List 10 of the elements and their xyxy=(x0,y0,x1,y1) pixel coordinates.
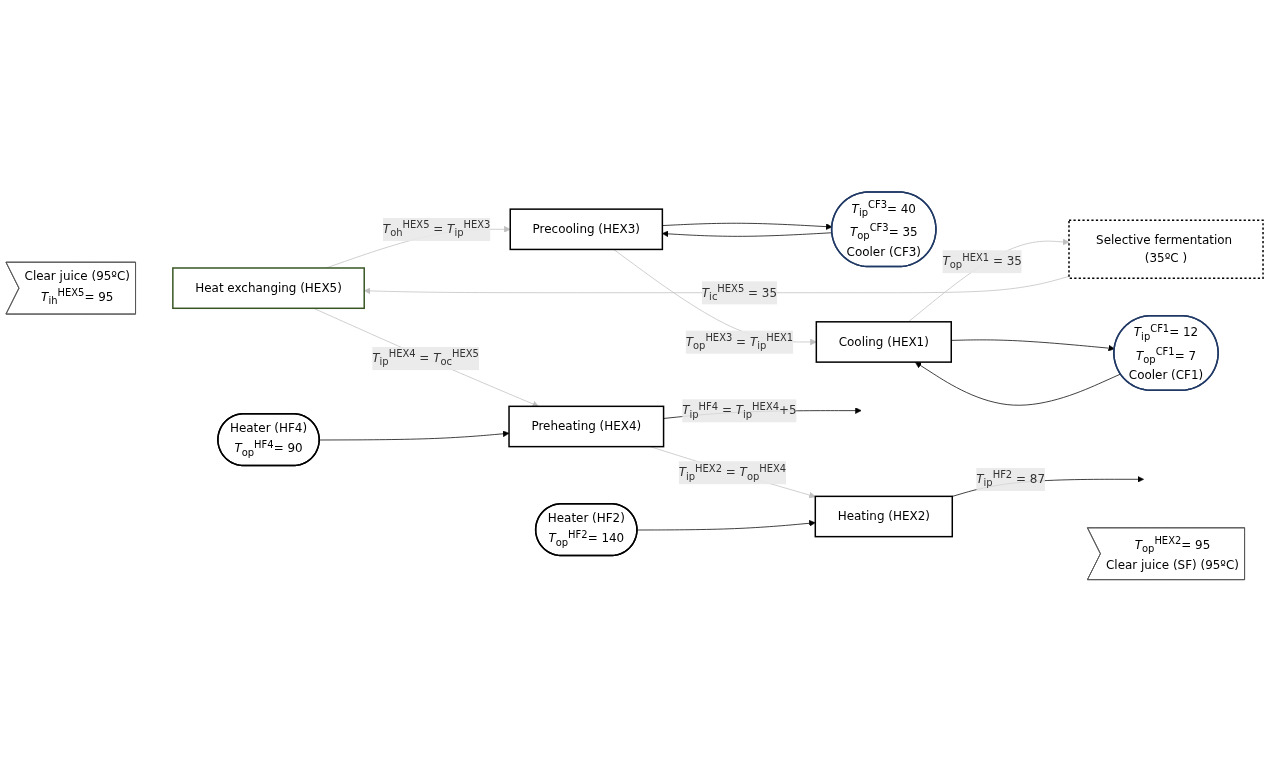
edge-label: T$_{ip}$$^{HF4}$ = T$_{ip}$$^{HEX4}$+5 xyxy=(682,400,797,420)
node-box: Selective fermentation (35ºC ) xyxy=(1068,219,1264,280)
node-box: Heat exchanging (HEX5) xyxy=(172,267,365,310)
edge-label: T$_{ip}$$^{HF2}$ = 87 xyxy=(976,469,1045,489)
edge-label: T$_{op}$$^{HEX1}$ = 35 xyxy=(942,251,1022,271)
node-box: Preheating (HEX4) xyxy=(508,405,665,448)
node-box: Heating (HEX2) xyxy=(814,495,953,538)
node-box: Precooling (HEX3) xyxy=(509,208,664,251)
edge-label: T$_{ic}$$^{HEX5}$ = 35 xyxy=(701,283,778,303)
node-box: Cooling (HEX1) xyxy=(815,321,952,364)
